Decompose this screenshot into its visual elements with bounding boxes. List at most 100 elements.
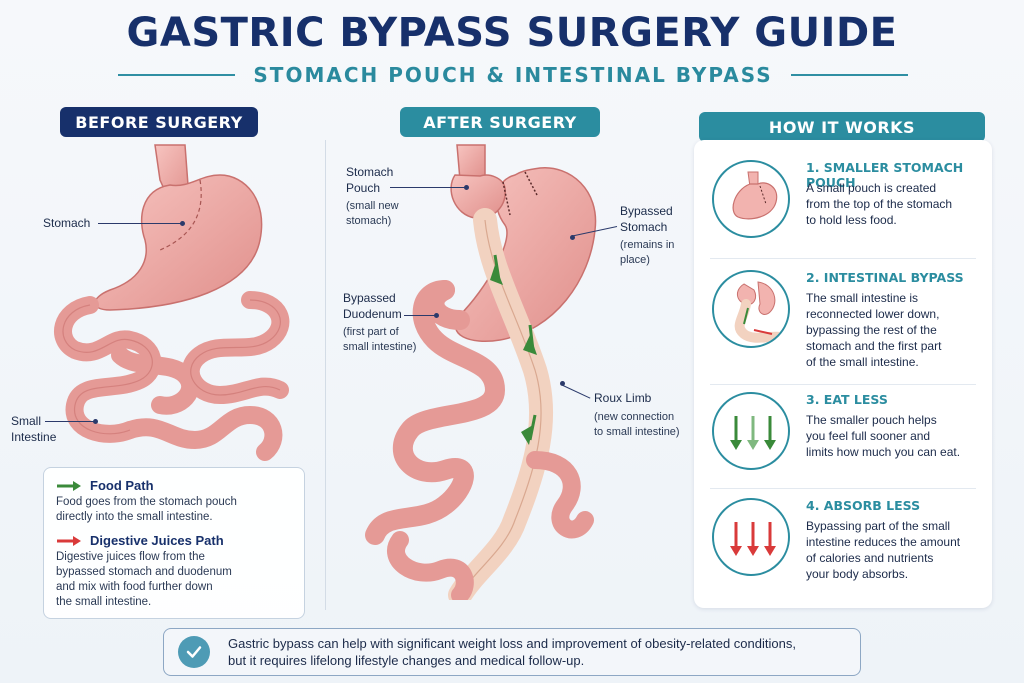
legend-juice-text: Digestive juices flow from the bypassed … bbox=[56, 550, 292, 610]
step-absorb-less: 4. ABSORB LESS Bypassing part of the sma… bbox=[710, 498, 986, 598]
legend-juice-text-line3: and mix with food further down bbox=[56, 581, 213, 593]
subtitle-row: STOMACH POUCH & INTESTINAL BYPASS bbox=[118, 62, 909, 88]
label-bypassed-stomach-line2: Stomach bbox=[620, 220, 668, 234]
step-4-text-line1: Bypassing part of the small bbox=[806, 519, 951, 533]
label-stomach-pouch-line1: Stomach bbox=[346, 165, 394, 179]
pouch-icon bbox=[712, 160, 790, 238]
after-surgery-heading: AFTER SURGERY bbox=[400, 107, 600, 137]
callout-dot-bypassed-stomach bbox=[570, 235, 575, 240]
step-4-text-line4: your body absorbs. bbox=[806, 567, 909, 581]
step-4-text-line3: of calories and nutrients bbox=[806, 551, 934, 565]
step-2-text-line4: stomach and the first part bbox=[806, 339, 942, 353]
legend-food-title: Food Path bbox=[90, 478, 154, 493]
after-anatomy-illustration bbox=[365, 144, 597, 600]
step-2-text-line3: bypassing the rest of the bbox=[806, 323, 937, 337]
step-2-text-line2: reconnected lower down, bbox=[806, 307, 940, 321]
step-separator bbox=[710, 384, 976, 385]
label-small-intestine: Small Intestine bbox=[11, 413, 56, 445]
page-subtitle: STOMACH POUCH & INTESTINAL BYPASS bbox=[253, 63, 773, 87]
intestinal-bypass-icon bbox=[712, 270, 790, 348]
step-2-text-line1: The small intestine is bbox=[806, 291, 919, 305]
label-bypassed-duodenum-line2: Duodenum bbox=[343, 307, 402, 321]
step-4-text-line2: intestine reduces the amount bbox=[806, 535, 961, 549]
label-bypassed-stomach: Bypassed Stomach (remains in place) bbox=[620, 203, 674, 268]
step-smaller-pouch: 1. SMALLER STOMACH POUCH A small pouch i… bbox=[710, 160, 986, 260]
green-down-arrows-icon bbox=[712, 392, 790, 470]
label-stomach-pouch-sub2: stomach) bbox=[346, 215, 392, 227]
before-anatomy-illustration bbox=[54, 144, 290, 461]
legend-juice-path: Digestive Juices Path Digestive juices f… bbox=[56, 533, 292, 610]
label-small-intestine-line1: Small bbox=[11, 414, 42, 428]
small-intestine-coils bbox=[54, 291, 290, 461]
section-divider bbox=[325, 140, 326, 610]
label-bypassed-stomach-sub2: place) bbox=[620, 254, 650, 266]
label-bypassed-duodenum: Bypassed Duodenum (first part of small i… bbox=[343, 290, 416, 355]
step-1-title: 1. SMALLER STOMACH POUCH bbox=[806, 160, 964, 190]
label-small-intestine-line2: Intestine bbox=[11, 430, 57, 444]
checkmark-icon bbox=[178, 636, 210, 668]
red-arrow-icon bbox=[57, 535, 81, 546]
legend-food-text-line1: Food goes from the stomach pouch bbox=[56, 496, 237, 508]
step-3-title: 3. EAT LESS bbox=[806, 392, 888, 407]
callout-dot-bypassed-duodenum bbox=[434, 313, 439, 318]
footer-text-line1: Gastric bypass can help with significant… bbox=[228, 636, 796, 651]
label-roux-limb-sub2: to small intestine) bbox=[594, 426, 680, 438]
legend-food-path: Food Path Food goes from the stomach pou… bbox=[56, 478, 292, 525]
footer-text: Gastric bypass can help with significant… bbox=[228, 635, 796, 669]
step-2-text-line5: of the small intestine. bbox=[806, 355, 919, 369]
step-1-text: A small pouch is created from the top of… bbox=[806, 180, 986, 228]
callout-bypassed-duodenum bbox=[404, 315, 436, 316]
step-2-text: The small intestine is reconnected lower… bbox=[806, 290, 986, 370]
label-stomach-pouch: Stomach Pouch (small new stomach) bbox=[346, 164, 399, 229]
label-stomach-pouch-line2: Pouch bbox=[346, 181, 381, 195]
label-bypassed-duodenum-sub1: (first part of bbox=[343, 326, 399, 338]
subtitle-line-right bbox=[790, 74, 909, 76]
legend-food-text-line2: directly into the small intestine. bbox=[56, 511, 213, 523]
label-bypassed-duodenum-line1: Bypassed bbox=[343, 291, 396, 305]
step-3-text-line3: limits how much you can eat. bbox=[806, 445, 961, 459]
callout-stomach-pouch bbox=[390, 187, 466, 188]
label-roux-limb-sub1: (new connection bbox=[594, 411, 675, 423]
legend-juice-text-line4: the small intestine. bbox=[56, 596, 152, 608]
step-3-text: The smaller pouch helps you feel full so… bbox=[806, 412, 986, 460]
footer-text-line2: but it requires lifelong lifestyle chang… bbox=[228, 653, 585, 668]
step-3-text-line2: you feel full sooner and bbox=[806, 429, 931, 443]
callout-stomach bbox=[98, 223, 182, 224]
step-intestinal-bypass: 2. INTESTINAL BYPASS The small intestine… bbox=[710, 270, 986, 370]
red-down-arrows-icon bbox=[712, 498, 790, 576]
how-it-works-panel: 1. SMALLER STOMACH POUCH A small pouch i… bbox=[694, 140, 992, 608]
label-roux-limb-title: Roux Limb bbox=[594, 391, 652, 405]
legend-juice-text-line2: bypassed stomach and duodenum bbox=[56, 566, 232, 578]
page-title: GASTRIC BYPASS SURGERY GUIDE bbox=[126, 10, 898, 56]
step-1-text-line1: A small pouch is created bbox=[806, 181, 937, 195]
step-4-title: 4. ABSORB LESS bbox=[806, 498, 921, 513]
green-arrow-icon bbox=[57, 480, 81, 491]
step-1-text-line2: from the top of the stomach bbox=[806, 197, 953, 211]
step-separator bbox=[710, 488, 976, 489]
callout-dot-roux-limb bbox=[560, 381, 565, 386]
legend-juice-text-line1: Digestive juices flow from the bbox=[56, 551, 205, 563]
how-it-works-heading: HOW IT WORKS bbox=[699, 112, 985, 142]
step-eat-less: 3. EAT LESS The smaller pouch helps you … bbox=[710, 392, 986, 492]
before-surgery-heading: BEFORE SURGERY bbox=[60, 107, 258, 137]
label-bypassed-duodenum-sub2: small intestine) bbox=[343, 341, 417, 353]
callout-dot-small-intestine bbox=[93, 419, 98, 424]
subtitle-line-left bbox=[118, 74, 236, 76]
step-4-text: Bypassing part of the small intestine re… bbox=[806, 518, 986, 582]
callout-small-intestine bbox=[45, 421, 95, 422]
label-bypassed-stomach-sub1: (remains in bbox=[620, 239, 675, 251]
label-stomach-pouch-sub1: (small new bbox=[346, 200, 399, 212]
callout-dot-stomach-pouch bbox=[464, 185, 469, 190]
path-legend: Food Path Food goes from the stomach pou… bbox=[43, 467, 305, 619]
legend-juice-title: Digestive Juices Path bbox=[90, 533, 224, 548]
label-stomach: Stomach bbox=[43, 216, 91, 230]
legend-food-text: Food goes from the stomach pouch directl… bbox=[56, 495, 292, 525]
footer-note: Gastric bypass can help with significant… bbox=[163, 628, 861, 676]
step-3-text-line1: The smaller pouch helps bbox=[806, 413, 937, 427]
callout-dot-stomach bbox=[180, 221, 185, 226]
step-separator bbox=[710, 258, 976, 259]
label-roux-limb: Roux Limb (new connection to small intes… bbox=[594, 390, 680, 440]
label-bypassed-stomach-line1: Bypassed bbox=[620, 204, 673, 218]
step-1-text-line3: to hold less food. bbox=[806, 213, 897, 227]
step-2-title: 2. INTESTINAL BYPASS bbox=[806, 270, 964, 285]
